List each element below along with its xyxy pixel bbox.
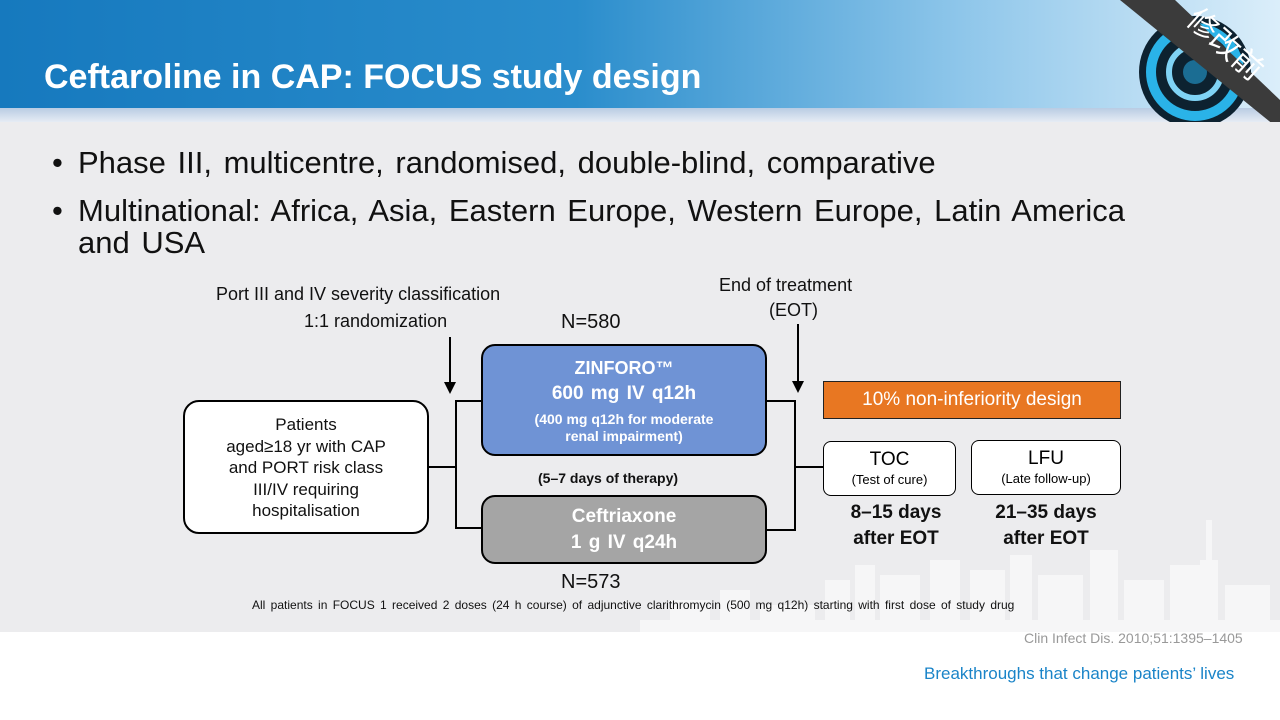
connector-line [766, 400, 795, 402]
patients-line: hospitalisation [252, 501, 360, 520]
randomization-label: 1:1 randomization [304, 311, 448, 331]
toc-timing: 8–15 days after EOT [823, 500, 969, 552]
header-banner [0, 0, 1280, 108]
toc-box: TOC (Test of cure) [823, 441, 956, 496]
zinforo-arm-box: ZINFORO™ 600 mg IV q12h (400 mg q12h for… [481, 344, 767, 456]
connector-line [455, 400, 482, 402]
patients-box: Patients aged≥18 yr with CAP and PORT ri… [183, 400, 429, 534]
patients-line: III/IV requiring [253, 479, 359, 499]
lfu-timing-line: 21–35 days [995, 502, 1097, 523]
bullet-dot: • [52, 193, 63, 228]
patients-line: Patients [275, 415, 337, 434]
connector-line [766, 529, 795, 531]
connector-line [455, 527, 482, 529]
lfu-timing: 21–35 days after EOT [971, 500, 1121, 552]
connector-line [794, 400, 796, 531]
lfu-box: LFU (Late follow-up) [971, 440, 1121, 495]
toc-title: TOC [869, 449, 910, 470]
zinforo-note: (400 mg q12h for moderate [534, 411, 714, 427]
eot-abbrev-label: (EOT) [769, 300, 818, 320]
toc-timing-line: 8–15 days [850, 502, 942, 523]
bullet-text: Phase III, multicentre, randomised, doub… [78, 145, 936, 180]
tagline: Breakthroughs that change patients’ live… [924, 664, 1235, 683]
corner-badge: 修改前 [1120, 0, 1280, 130]
slide-title: Ceftaroline in CAP: FOCUS study design [44, 58, 702, 96]
ceftriaxone-dose: 1 g IV q24h [570, 532, 678, 553]
eot-label: End of treatment [719, 275, 853, 295]
bullet-text: and USA [78, 225, 206, 260]
zinforo-dose: 600 mg IV q12h [551, 383, 697, 404]
bullet-text: Multinational: Africa, Asia, Eastern Eur… [78, 193, 1125, 228]
connector-line [794, 466, 824, 468]
ceftriaxone-name: Ceftriaxone [571, 506, 677, 527]
connector-line [429, 466, 456, 468]
lfu-timing-line: after EOT [1003, 528, 1089, 549]
zinforo-name: ZINFORO™ [574, 358, 674, 378]
patients-line: and PORT risk class [228, 458, 384, 477]
patients-line: aged≥18 yr with CAP [226, 436, 386, 456]
port-classification-label: Port III and IV severity classification [216, 284, 501, 304]
footnote: All patients in FOCUS 1 received 2 doses… [252, 598, 1015, 612]
bullet-dot: • [52, 145, 63, 180]
connector-line [455, 400, 457, 528]
noninferiority-box: 10% non-inferiority design [823, 381, 1121, 419]
skyline-illustration [640, 520, 1280, 632]
randomization-arrow-shaft [449, 337, 451, 383]
eot-arrow-shaft [797, 324, 799, 382]
therapy-duration: (5–7 days of therapy) [538, 470, 679, 486]
lfu-subtitle: (Late follow-up) [1001, 471, 1091, 486]
n-zinforo: N=580 [561, 311, 621, 333]
header-strip [0, 108, 1280, 122]
ceftriaxone-arm-box: Ceftriaxone 1 g IV q24h [481, 495, 767, 564]
n-ceftriaxone: N=573 [561, 571, 621, 593]
zinforo-note: renal impairment) [565, 428, 683, 444]
lfu-title: LFU [1028, 448, 1064, 469]
toc-timing-line: after EOT [853, 528, 939, 549]
citation: Clin Infect Dis. 2010;51:1395–1405 [1024, 630, 1243, 646]
randomization-arrow-head [444, 382, 456, 394]
eot-arrow-head [792, 381, 804, 393]
toc-subtitle: (Test of cure) [851, 472, 928, 487]
